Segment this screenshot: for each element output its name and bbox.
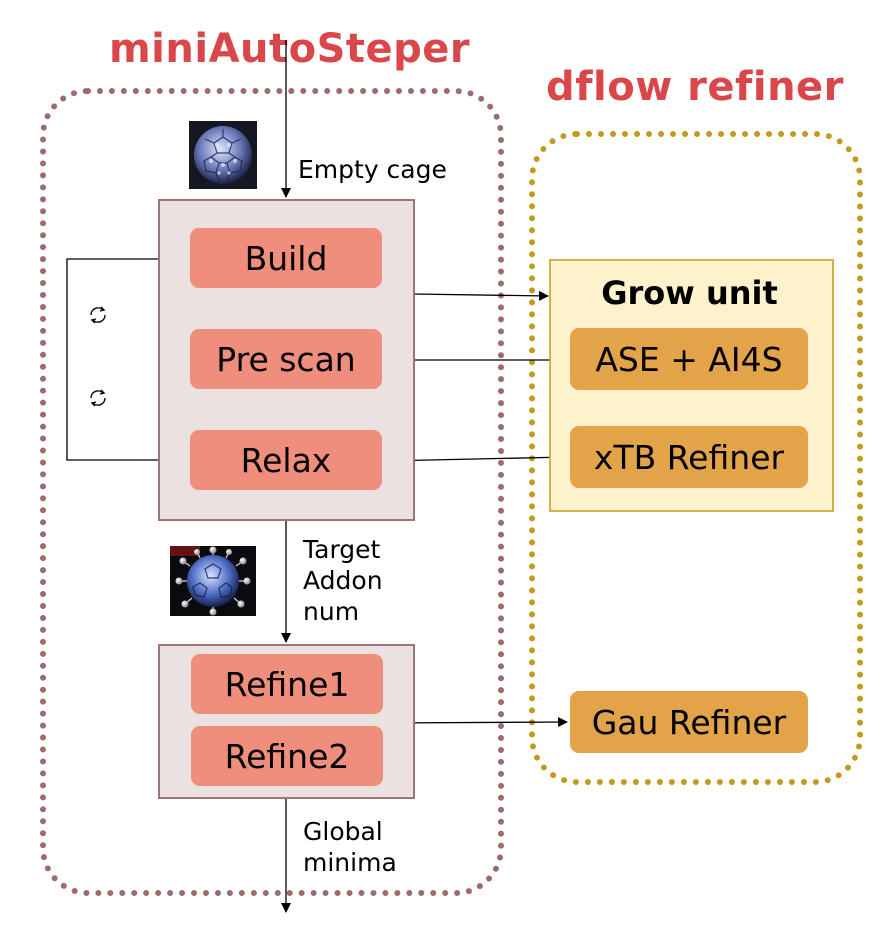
global-minima-line: minima [303,848,397,877]
target-addon-line: num [303,597,360,626]
dflow-refiner-title: dflow refiner [546,64,844,110]
loop-refresh-icon [90,389,106,407]
grow-unit-title: Grow unit [601,274,778,312]
refine2-step: Refine2 [191,726,383,786]
arrow-to-grow-unit [412,290,549,301]
target-addon-line: Addon [303,566,383,595]
relax-step: Relax [190,430,382,490]
xtb-refiner-tool: xTB Refiner [570,426,808,488]
target-addon-line: Target [303,535,381,564]
loaded-cage-molecule-icon [170,546,256,616]
loop-refresh-icon [90,306,106,324]
refine1-step: Refine1 [191,654,383,714]
empty-cage-label: Empty cage [298,155,447,184]
mini-autosteper-title: miniAutoSteper [109,26,471,72]
empty-cage-molecule-icon [189,121,257,189]
pre-scan-step: Pre scan [190,329,382,389]
global-minima-line: Global [303,817,383,846]
mini-autosteper-group [40,88,504,896]
gau-refiner-tool: Gau Refiner [570,691,808,753]
arrow-loop-back [66,254,190,461]
target-addon-label: Target Addon num [303,534,383,627]
build-step: Build [190,228,382,288]
global-minima-label: Global minima [303,816,397,878]
ase-ai4s-tool: ASE + AI4S [570,328,808,390]
